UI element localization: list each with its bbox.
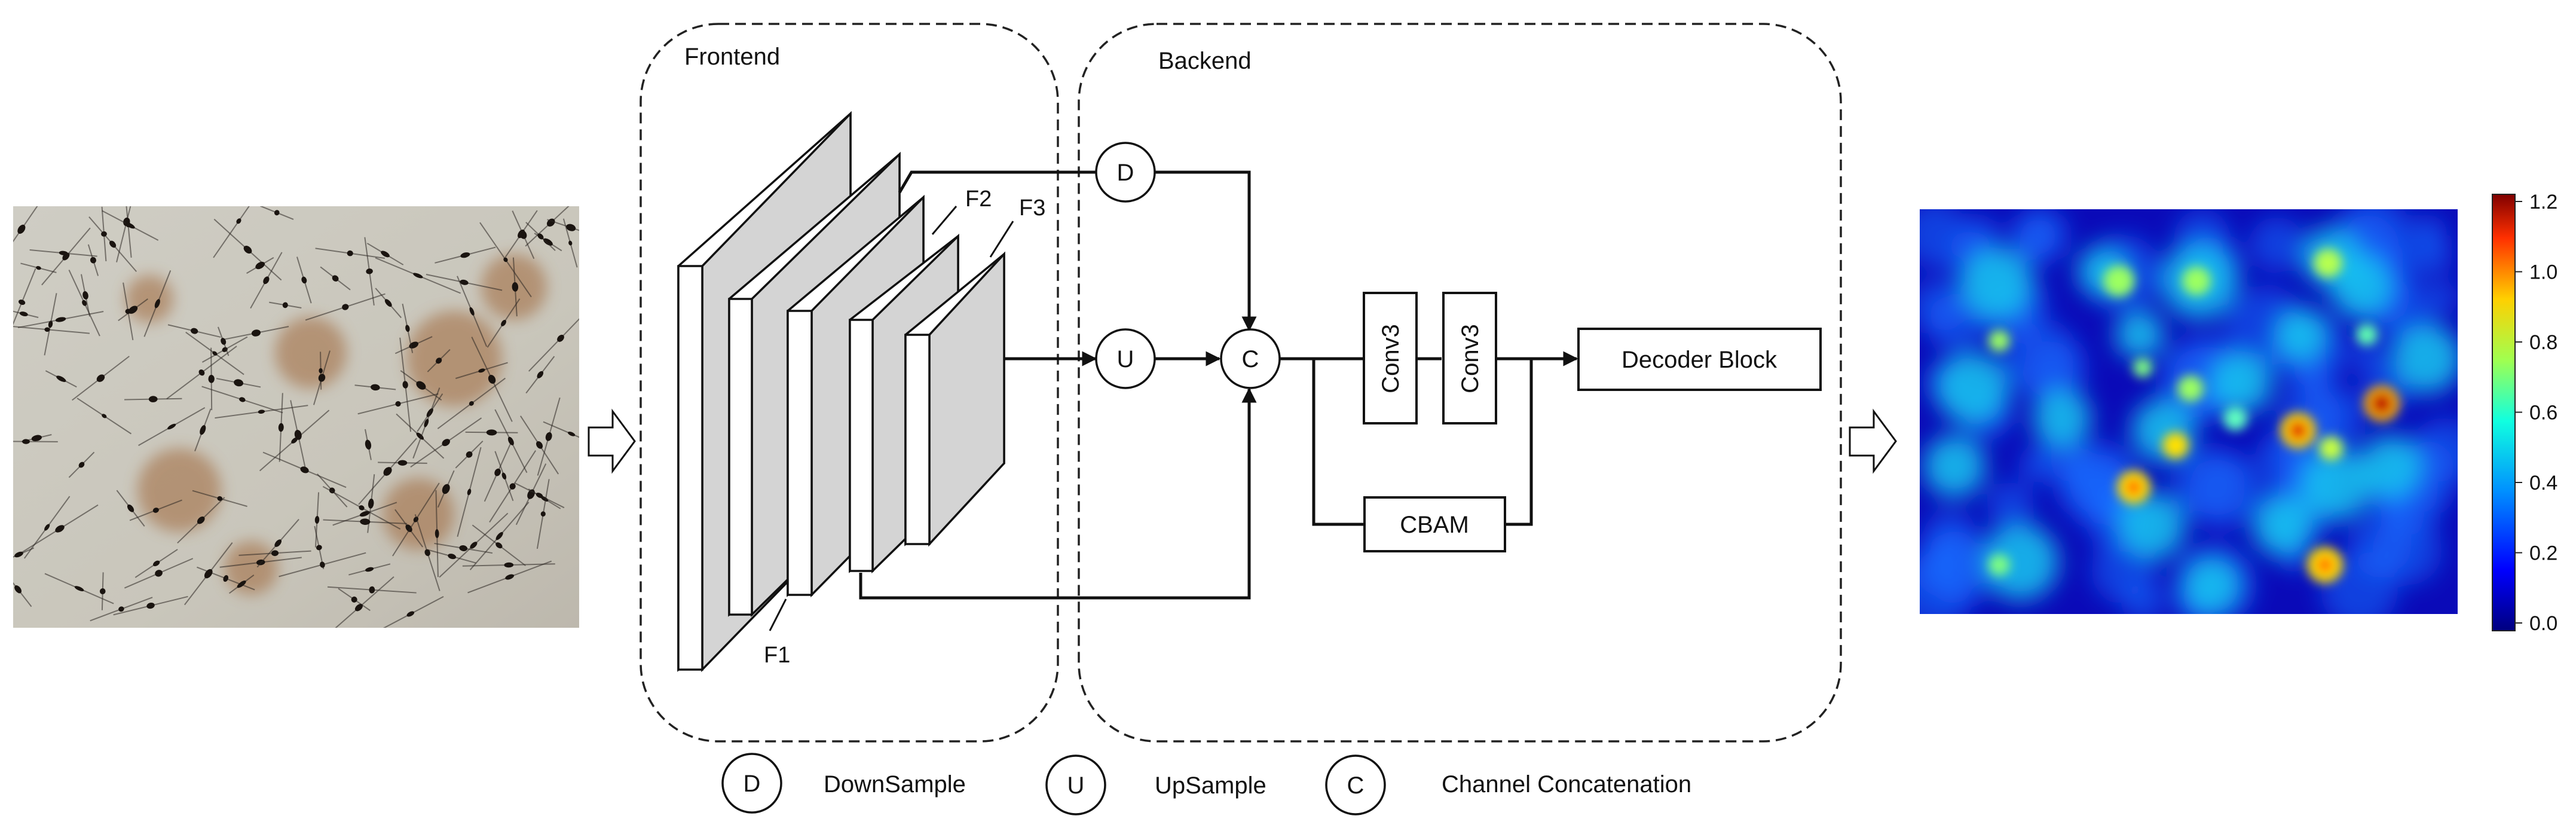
svg-text:Conv3: Conv3 bbox=[1457, 324, 1483, 393]
frontend-region bbox=[640, 23, 1059, 743]
colorbar-tick-label: 0.4 bbox=[2529, 472, 2557, 494]
connection-lines bbox=[859, 170, 1578, 600]
svg-text:U: U bbox=[1117, 346, 1134, 372]
colorbar-tick-label: 1.0 bbox=[2529, 261, 2557, 284]
f2-label: F2 bbox=[965, 187, 992, 212]
colorbar-tick-label: 0.2 bbox=[2529, 542, 2557, 565]
svg-text:D: D bbox=[744, 771, 761, 797]
concat-op: C bbox=[1220, 328, 1281, 389]
svg-text:C: C bbox=[1347, 772, 1365, 799]
svg-text:Conv3: Conv3 bbox=[1378, 324, 1404, 393]
photo-stain-layer bbox=[126, 254, 547, 595]
backend-title: Backend bbox=[1158, 48, 1252, 74]
backend-region bbox=[1078, 23, 1842, 743]
colorbar-tick-label: 1.2 bbox=[2529, 191, 2557, 213]
legend-downsample: D DownSample bbox=[721, 753, 966, 814]
colorbar-tick-label: 0.0 bbox=[2529, 612, 2557, 635]
decoder-block: Decoder Block bbox=[1577, 328, 1822, 391]
input-arrow-icon bbox=[588, 408, 636, 474]
legend-concat: C Channel Concatenation bbox=[1325, 754, 1691, 815]
svg-text:C: C bbox=[1242, 346, 1259, 372]
svg-text:U: U bbox=[1067, 772, 1085, 799]
upsample-op: U bbox=[1095, 328, 1156, 389]
frontend-title: Frontend bbox=[684, 44, 780, 70]
svg-text:Channel Concatenation: Channel Concatenation bbox=[1442, 771, 1691, 798]
f3-label: F3 bbox=[1019, 195, 1045, 221]
svg-text:Decoder Block: Decoder Block bbox=[1622, 347, 1777, 373]
svg-text:CBAM: CBAM bbox=[1400, 512, 1469, 538]
conv3-block-1: Conv3 bbox=[1363, 292, 1418, 424]
f1-label: F1 bbox=[764, 643, 790, 668]
legend-upsample: U UpSample bbox=[1045, 754, 1266, 815]
photo-cell-layer bbox=[13, 206, 579, 628]
legend: D DownSample U UpSample C Channel Concat… bbox=[721, 753, 1691, 815]
feature-layer-5 bbox=[904, 251, 1005, 547]
svg-text:DownSample: DownSample bbox=[824, 771, 966, 798]
cbam-block: CBAM bbox=[1363, 496, 1506, 552]
output-density-map bbox=[1920, 209, 2458, 614]
downsample-op: D bbox=[1095, 142, 1156, 203]
frontend-layer-stack bbox=[677, 111, 1005, 673]
input-cell-image bbox=[13, 206, 579, 628]
svg-text:UpSample: UpSample bbox=[1155, 772, 1266, 799]
f1-pointer bbox=[769, 598, 787, 631]
f2-pointer bbox=[931, 206, 957, 235]
conv3-block-2: Conv3 bbox=[1442, 292, 1497, 424]
colorbar-tick-label: 0.6 bbox=[2529, 402, 2557, 424]
svg-text:D: D bbox=[1117, 160, 1134, 186]
colorbar-ticks: 1.2 1.0 0.8 0.6 0.4 0.2 0.0 bbox=[2515, 191, 2557, 635]
output-arrow-icon bbox=[1849, 408, 1897, 474]
colorbar-tick-label: 0.8 bbox=[2529, 331, 2557, 354]
f3-pointer bbox=[989, 221, 1014, 258]
colorbar: 1.2 1.0 0.8 0.6 0.4 0.2 0.0 bbox=[2492, 191, 2557, 635]
